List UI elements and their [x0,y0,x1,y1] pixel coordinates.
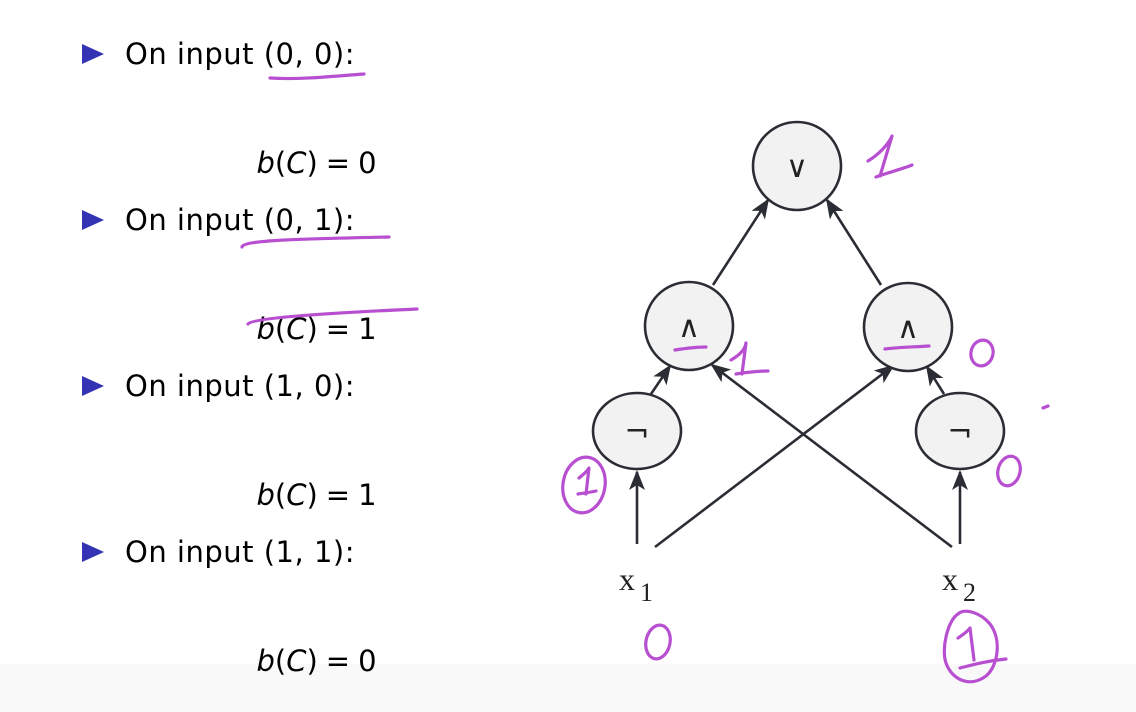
input-x2-base: x [942,561,958,597]
node-and-left: ∧ [643,280,735,372]
ink-and-right-value-0 [969,338,995,368]
ink-annotations [240,72,1050,684]
ink-and-right-underline [883,344,931,351]
ink-underline-result-01 [246,307,419,326]
circuit-variable: C [286,478,307,512]
result-value: 1 [358,312,377,346]
bullet-triangle-icon [82,376,104,396]
ink-and-left-underline [673,345,708,352]
node-and-right: ∧ [862,281,954,373]
ink-not-left-value-1 [576,466,598,496]
input-x1: x 1 [619,561,653,607]
input-x1-base: x [619,561,635,597]
circuit-variable: C [286,146,307,180]
bullet-item-1: On input (0, 0): [82,34,355,74]
ink-x2-value-1 [956,626,1008,670]
and-symbol: ∧ [678,310,700,345]
result-value: 0 [358,146,377,180]
or-symbol: ∨ [786,150,808,185]
edge-not-right-to-and-right [925,365,946,395]
ink-underline-input-01 [240,235,391,249]
bottom-band [0,664,1136,712]
edge-and-left-to-or [711,198,770,286]
ink-x2-circle [942,609,999,684]
equation-2: b(C)=1 [256,312,377,346]
circuit-variable: C [286,644,307,678]
bullet-label: On input (0, 1): [125,203,355,237]
edge-x1-to-and-right [654,364,895,549]
ink-x1-value-0 [644,623,672,661]
ink-stray-dot [1041,404,1050,410]
bullet-triangle-icon [82,44,104,64]
function-name: b [256,644,275,678]
circuit-variable: C [286,312,307,346]
equation-1: b(C)=0 [256,146,377,180]
edge-not-left-to-and-left [649,364,672,395]
ink-underline-input-00 [268,72,366,81]
equation-4: b(C)=0 [256,644,377,678]
equation-3: b(C)=1 [256,478,377,512]
result-value: 0 [358,644,377,678]
result-value: 1 [358,478,377,512]
bullet-label: On input (0, 0): [125,37,355,71]
node-not-left: ¬ [591,391,683,471]
ink-or-value-1 [866,134,914,179]
ink-not-right-value-0 [996,454,1022,488]
bullet-item-2: On input (0, 1): [82,200,355,240]
function-name: b [256,146,275,180]
input-x2: x 2 [942,561,976,607]
input-x2-subscript: 2 [963,578,976,607]
input-x1-subscript: 1 [640,578,653,607]
not-symbol: ¬ [624,415,649,450]
node-not-right: ¬ [914,391,1006,471]
bullet-triangle-icon [82,210,104,230]
bullet-triangle-icon [82,542,104,562]
node-or: ∨ [751,120,843,212]
ink-and-left-value-1 [729,341,770,376]
function-name: b [256,478,275,512]
bullet-item-4: On input (1, 1): [82,532,355,572]
not-symbol: ¬ [947,415,972,450]
edge-x2-to-and-left [710,363,953,549]
bullet-label: On input (1, 0): [125,369,355,403]
edge-and-right-to-or [825,198,883,286]
bullet-item-3: On input (1, 0): [82,366,355,406]
and-symbol: ∧ [897,311,919,346]
bullet-label: On input (1, 1): [125,535,355,569]
ink-not-left-circle [561,455,607,515]
